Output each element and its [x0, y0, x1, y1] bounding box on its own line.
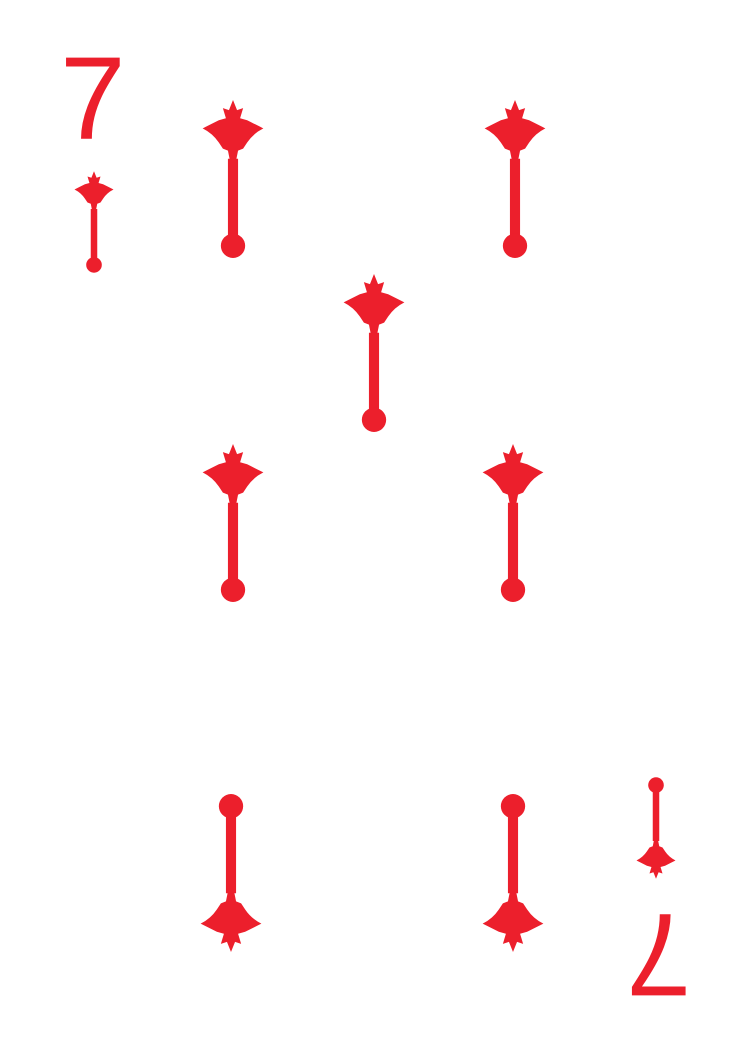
corner-suit-icon-inverted: [636, 776, 676, 880]
holly-arrow-icon: [343, 272, 405, 434]
holly-arrow-icon-inverted: [482, 792, 544, 954]
holly-arrow-icon: [484, 98, 546, 260]
corner-suit-icon: [74, 170, 114, 274]
holly-arrow-icon: [482, 442, 544, 604]
rank-label-top: 7: [60, 33, 126, 165]
rank-label-bottom: 7: [626, 888, 692, 1020]
holly-arrow-icon: [202, 442, 264, 604]
holly-arrow-icon: [202, 98, 264, 260]
holly-arrow-icon-inverted: [200, 792, 262, 954]
